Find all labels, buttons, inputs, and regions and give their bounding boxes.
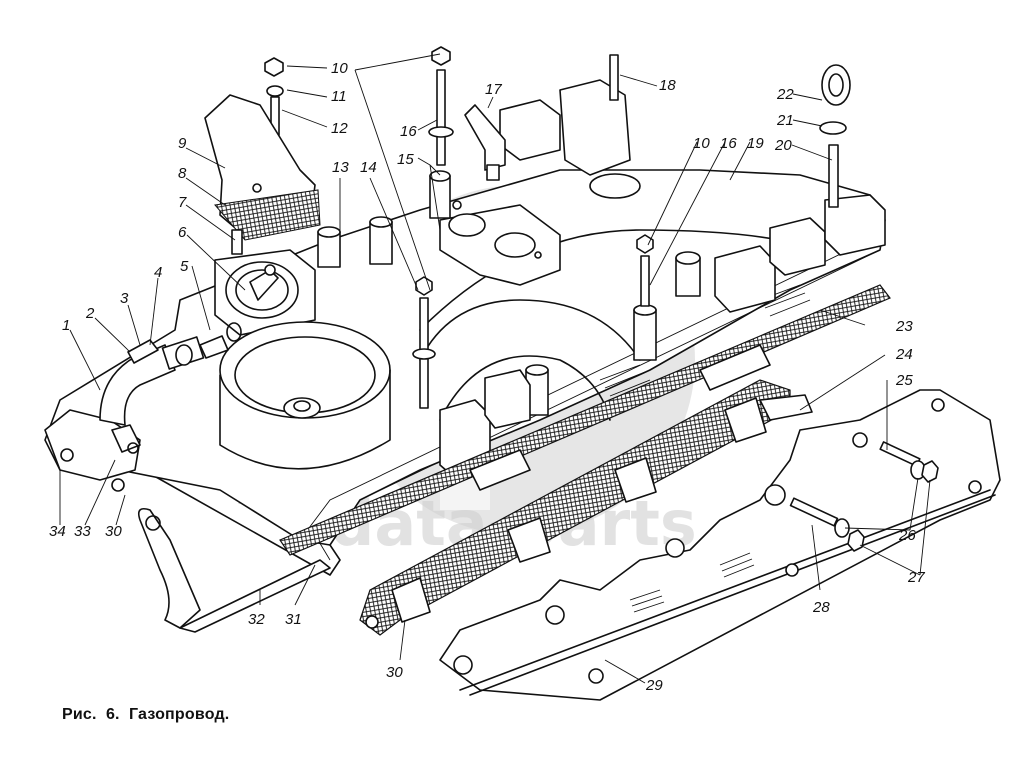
callout-15: 15	[397, 151, 414, 168]
callout-30-left: 30	[105, 523, 122, 540]
callout-30-bottom: 30	[386, 664, 403, 681]
callout-8: 8	[178, 165, 187, 182]
intake-manifold	[44, 79, 886, 546]
callout-6: 6	[178, 224, 187, 241]
callout-16-right: 16	[720, 135, 737, 152]
callout-29: 29	[645, 677, 663, 694]
thermostat-housing	[214, 249, 316, 336]
leader-lines	[59, 53, 931, 684]
eye-bolt	[821, 64, 851, 106]
callout-10-right: 10	[693, 135, 710, 152]
callout-10: 10	[331, 60, 348, 77]
hose-assembly	[99, 322, 242, 454]
callout-4: 4	[154, 264, 162, 281]
callout-22: 22	[776, 86, 794, 103]
exhaust-manifold	[439, 389, 1001, 701]
callout-31: 31	[285, 611, 302, 628]
callout-20: 20	[774, 137, 792, 154]
bosses	[317, 79, 886, 479]
callout-13: 13	[332, 159, 349, 176]
gasket-lower	[359, 379, 813, 636]
callout-7: 7	[178, 194, 187, 211]
fasteners	[204, 46, 939, 552]
callout-33: 33	[74, 523, 91, 540]
callout-3: 3	[120, 290, 129, 307]
callout-5: 5	[180, 258, 189, 275]
nut-10-top	[431, 46, 451, 66]
callout-23: 23	[895, 318, 913, 335]
callout-labels: 1 2 3 4 5 6 7 8 9 10 11 12 13 14 15 16 1…	[49, 60, 925, 694]
callout-28: 28	[812, 599, 830, 616]
gasket-upper	[279, 284, 891, 556]
callout-12: 12	[331, 120, 348, 137]
callout-17: 17	[485, 81, 502, 98]
callout-34: 34	[49, 523, 66, 540]
callout-21: 21	[776, 112, 794, 129]
bracket	[137, 507, 331, 633]
callout-27: 27	[907, 569, 925, 586]
figure-caption: Рис. 6. Газопровод.	[62, 706, 230, 723]
callout-14: 14	[360, 159, 377, 176]
callout-9: 9	[178, 135, 187, 152]
callout-32: 32	[248, 611, 265, 628]
callout-2: 2	[85, 305, 95, 322]
callout-26: 26	[898, 527, 916, 544]
callout-19: 19	[747, 135, 764, 152]
callout-11: 11	[331, 88, 347, 105]
nut-10	[264, 57, 284, 77]
callout-1: 1	[62, 317, 70, 334]
water-chamber	[219, 321, 391, 470]
callout-18: 18	[659, 77, 676, 94]
callout-24: 24	[895, 346, 913, 363]
callout-16: 16	[400, 123, 417, 140]
callout-25: 25	[895, 372, 913, 389]
